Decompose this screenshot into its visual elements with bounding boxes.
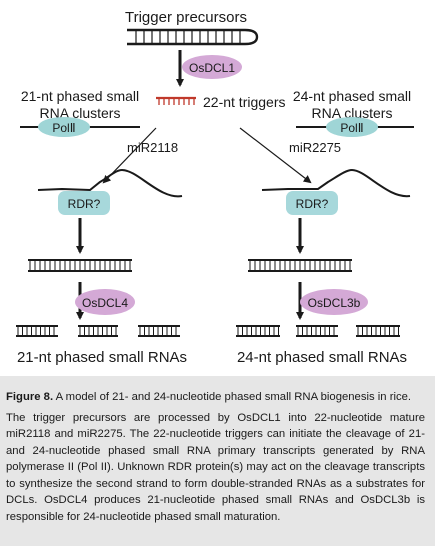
- right-small-rna-duplexes: [236, 325, 400, 337]
- osdcl1-ellipse: [182, 55, 242, 79]
- left-cluster-label-line2: RNA clusters: [40, 105, 121, 121]
- osdcl4-label: OsDCL4: [82, 296, 128, 310]
- right-rdr-label: RDR?: [296, 197, 329, 211]
- left-small-rna-duplexes: [16, 325, 180, 337]
- caption-body: The trigger precursors are processed by …: [6, 411, 425, 523]
- trigger-precursors-label: Trigger precursors: [125, 9, 247, 26]
- caption-title-text: A model of 21- and 24-nucleotide phased …: [55, 391, 412, 403]
- osdcl1-label: OsDCL1: [189, 61, 235, 75]
- right-pol2-ellipse: [326, 117, 378, 137]
- osdcl4-ellipse: [75, 289, 135, 315]
- mir2275-label: miR2275: [289, 140, 341, 155]
- osdcl3b-label: OsDCL3b: [308, 296, 361, 310]
- figure-caption: Figure 8. A model of 21- and 24-nucleoti…: [0, 376, 435, 546]
- mir2118-label: miR2118: [127, 140, 178, 155]
- product-right-label: 24-nt phased small RNAs: [237, 349, 407, 366]
- hairpin-precursor: [127, 28, 259, 46]
- left-rdr-label: RDR?: [68, 197, 101, 211]
- left-cleaved-transcript: [37, 168, 183, 198]
- triggers-label: 22-nt triggers: [203, 94, 285, 110]
- right-pol2-label: PolⅡ: [340, 121, 363, 135]
- caption-title: Figure 8. A model of 21- and 24-nucleoti…: [6, 389, 425, 406]
- product-left-label: 21-nt phased small RNAs: [17, 349, 187, 366]
- right-cleaved-transcript: [261, 168, 411, 198]
- left-rdr-box: [58, 191, 110, 215]
- biogenesis-diagram: Trigger precursors OsDCL1 22-nt triggers…: [16, 9, 414, 366]
- left-dsrna: [28, 259, 132, 272]
- left-cluster-label-line1: 21-nt phased small: [21, 88, 139, 104]
- arrow-trigger-right: [239, 127, 312, 184]
- right-rdr-box: [286, 191, 338, 215]
- right-cluster-label-line2: RNA clusters: [312, 105, 393, 121]
- caption-figure-label: Figure 8.: [6, 391, 54, 403]
- left-pol2-label: PolⅡ: [52, 121, 75, 135]
- trigger-duplex: [156, 96, 196, 105]
- right-cluster-label-line1: 24-nt phased small: [293, 88, 411, 104]
- osdcl3b-ellipse: [300, 289, 368, 315]
- right-dsrna: [248, 259, 352, 272]
- left-pol2-ellipse: [38, 117, 90, 137]
